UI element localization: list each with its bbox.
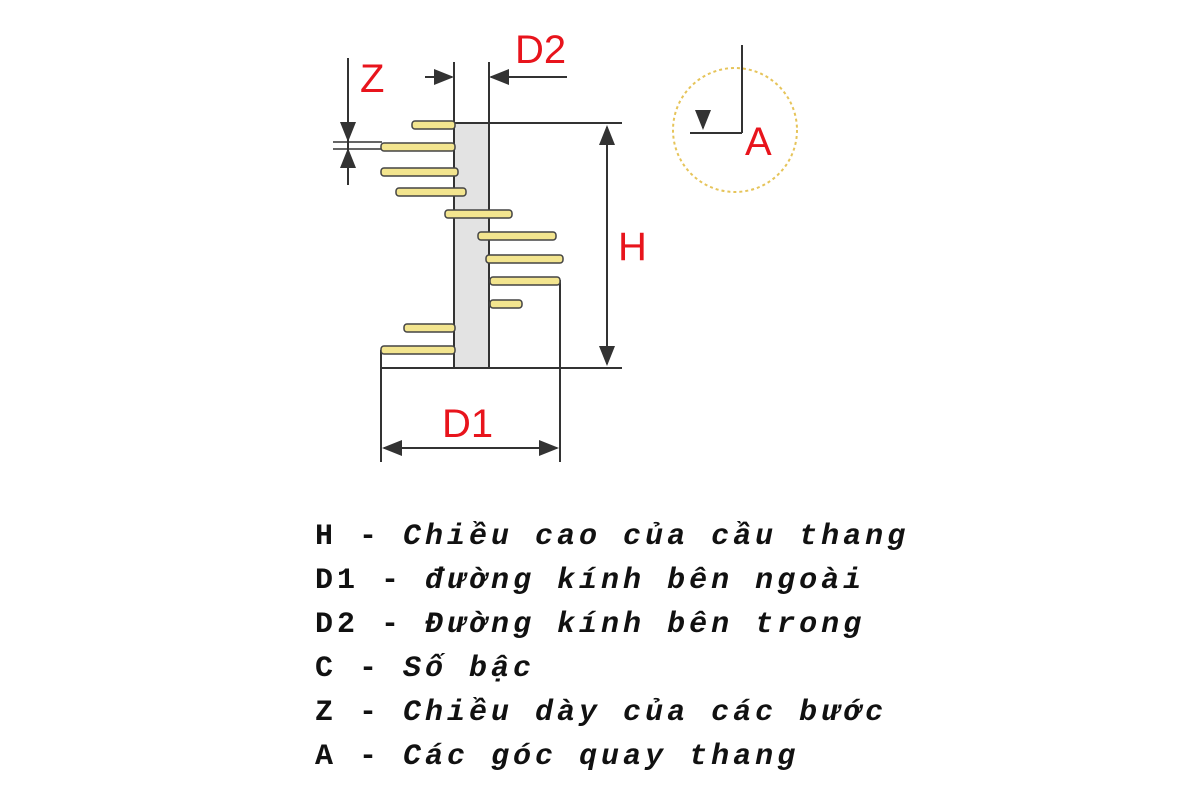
rotation-angle-circle: [672, 67, 798, 193]
stair-step: [380, 345, 456, 355]
stair-step: [489, 276, 561, 286]
stair-step: [380, 167, 459, 177]
legend-item: A - Các góc quay thang: [315, 740, 800, 774]
stair-step: [395, 187, 467, 197]
stair-step: [489, 299, 523, 309]
legend-item: H - Chiều cao của cầu thang: [315, 520, 910, 554]
legend: H - Chiều cao của cầu thang D1 - đường k…: [315, 515, 909, 779]
label-d2: D2: [515, 28, 566, 72]
center-column: [455, 123, 488, 368]
legend-item: D1 - đường kính bên ngoài: [315, 564, 866, 598]
legend-item: Z - Chiều dày của các bước: [315, 696, 888, 730]
legend-item: C - Số bậc: [315, 652, 536, 686]
label-h: H: [618, 225, 647, 269]
stair-step: [485, 254, 564, 264]
stair-step: [403, 323, 456, 333]
label-a: A: [745, 120, 772, 164]
label-d1: D1: [442, 402, 493, 446]
label-z: Z: [360, 57, 384, 101]
stair-step: [411, 120, 456, 130]
stair-step: [380, 142, 456, 152]
legend-item: D2 - Đường kính bên trong: [315, 608, 866, 642]
stair-step: [444, 209, 513, 219]
stair-step: [477, 231, 557, 241]
